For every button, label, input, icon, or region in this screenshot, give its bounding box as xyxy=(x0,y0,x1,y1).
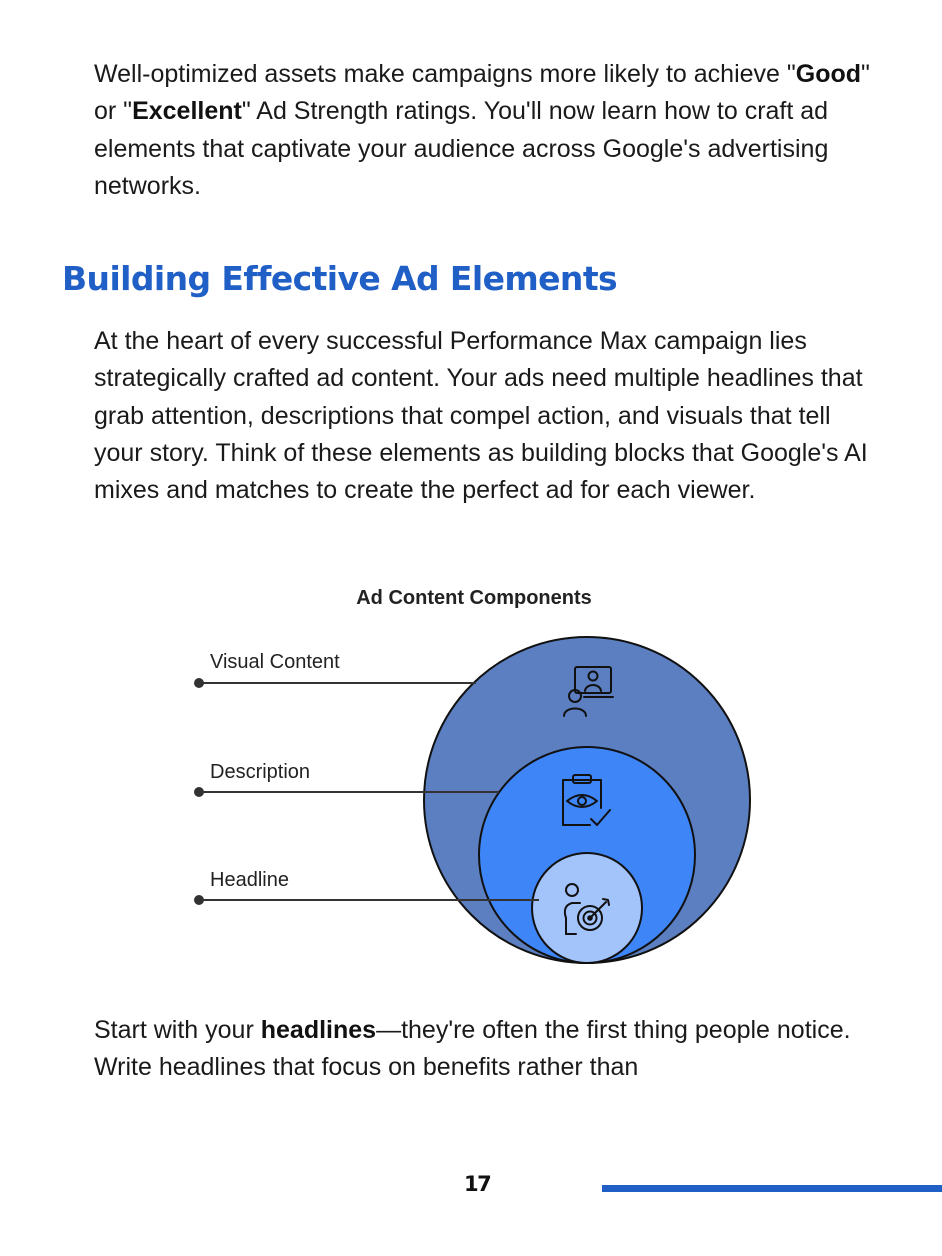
visual-content-dot xyxy=(194,678,204,688)
presenter-icon xyxy=(563,666,614,717)
headline-dot xyxy=(194,895,204,905)
closing-paragraph: Start with your headlines—they're often … xyxy=(94,1012,884,1087)
person-target-icon xyxy=(563,883,610,935)
headlines-emphasis: headlines xyxy=(260,1016,377,1044)
footer-accent-bar xyxy=(602,1185,942,1192)
closing-text-end: —they're often the first thing people no… xyxy=(94,1016,851,1082)
intro-text-end: " Ad Strength ratings. You'll now learn … xyxy=(94,97,829,200)
diagram-title: Ad Content Components xyxy=(356,587,592,609)
intro-quote-or: " or " xyxy=(94,60,870,126)
headline-label: Headline xyxy=(210,869,289,891)
section-heading: Building Effective Ad Elements xyxy=(62,259,618,298)
headline-circle xyxy=(531,852,643,964)
intro-quote: " xyxy=(786,60,796,88)
rating-excellent: Excellent xyxy=(132,97,242,126)
closing-text-start: Start with your xyxy=(94,1016,261,1044)
ad-components-diagram: Ad Content Components Visual Content Des… xyxy=(194,587,751,964)
description-dot xyxy=(194,787,204,797)
page-number: 17 xyxy=(464,1172,492,1196)
intro-paragraph: Well-optimized assets make campaigns mor… xyxy=(94,56,884,205)
description-label: Description xyxy=(210,761,310,783)
rating-good: Good xyxy=(795,60,862,88)
intro-text-start: Well-optimized assets make campaigns mor… xyxy=(94,60,787,88)
clipboard-eye-icon xyxy=(562,774,611,826)
visual-content-label: Visual Content xyxy=(210,651,340,673)
section-body-paragraph: At the heart of every successful Perform… xyxy=(94,327,868,505)
